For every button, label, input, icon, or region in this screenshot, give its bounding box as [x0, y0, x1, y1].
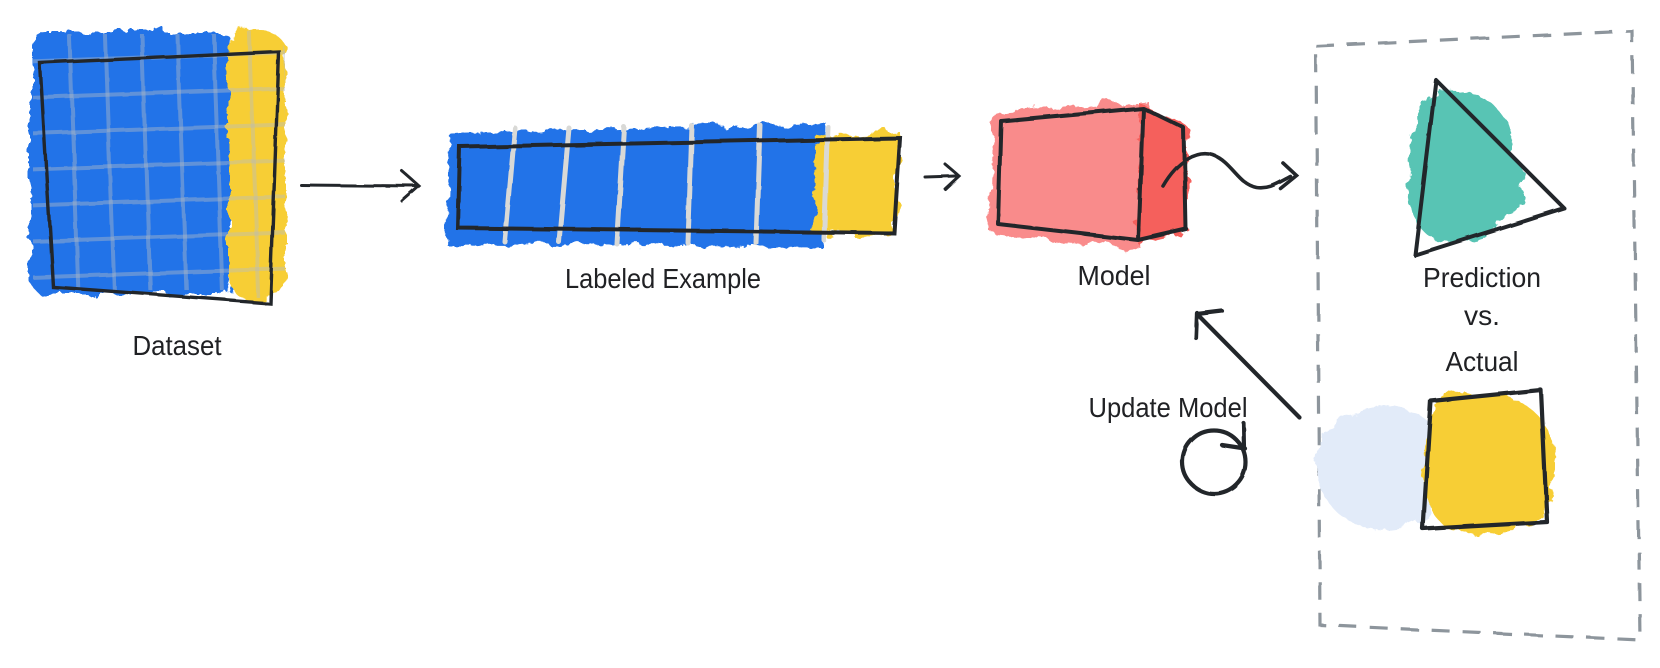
svg-text:Prediction: Prediction	[1423, 262, 1541, 293]
svg-text:Actual: Actual	[1446, 346, 1519, 377]
svg-text:vs.: vs.	[1464, 300, 1500, 331]
svg-text:Dataset: Dataset	[133, 330, 222, 361]
svg-text:Model: Model	[1078, 260, 1151, 291]
svg-text:Labeled Example: Labeled Example	[565, 263, 761, 294]
svg-text:Update Model: Update Model	[1089, 392, 1248, 423]
